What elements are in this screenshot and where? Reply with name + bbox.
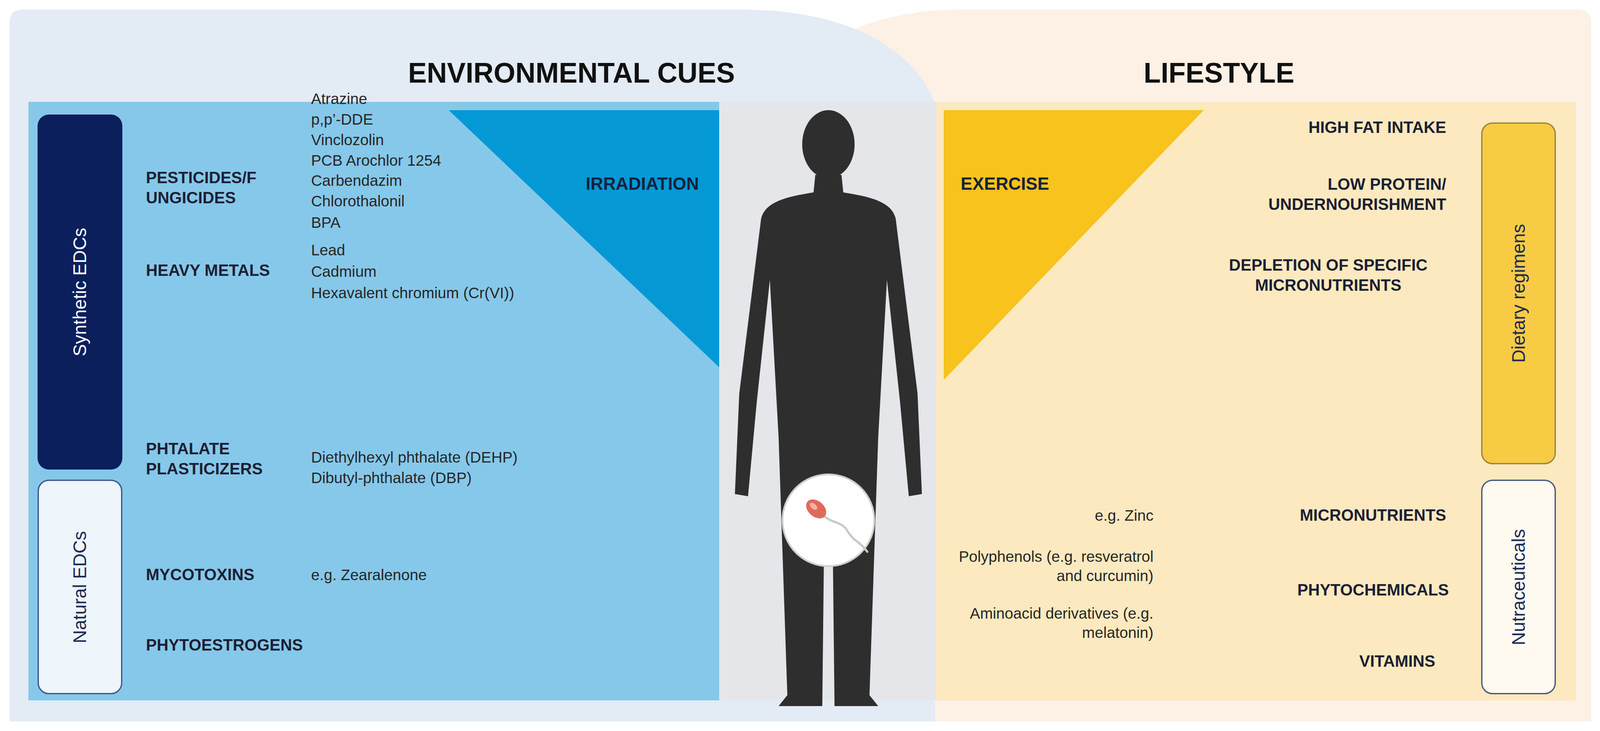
category-label: PHYTOCHEMICALS [1297, 579, 1449, 600]
panel-heading: LIFESTYLE [1143, 56, 1295, 90]
category-label: Natural EDCs [69, 530, 91, 643]
category-label: HEAVY METALS [145, 260, 271, 281]
category-label: PESTICIDES/F UNGICIDES [145, 167, 286, 209]
category-bar: Natural EDCs [37, 479, 123, 694]
category-label: LOW PROTEIN/ UNDERNOURISHMENT [1240, 174, 1447, 215]
example-label: Diethylhexyl phthalate (DEHP) [311, 447, 518, 467]
irradiation-triangle: IRRADIATION [448, 110, 720, 368]
environment-panel: ENVIRONMENTAL CUESSynthetic EDCsNatural … [28, 101, 720, 700]
triangle-label: EXERCISE [960, 173, 1050, 194]
triangle-shape [448, 110, 720, 368]
category-label: PHTALATE PLASTICIZERS [145, 438, 278, 480]
example-label: Dibutyl-phthalate (DBP) [311, 467, 472, 488]
category-bar: Synthetic EDCs [37, 114, 123, 470]
example-label: PCB Arochlor 1254 [311, 150, 442, 170]
category-label: Dietary regimens [1508, 223, 1530, 363]
category-label: HIGH FAT INTAKE [1308, 117, 1447, 138]
example-label: Atrazine [311, 89, 368, 109]
category-label: MYCOTOXINS [145, 564, 255, 585]
category-label: MICRONUTRIENTS [1299, 505, 1447, 526]
category-label: VITAMINS [1359, 651, 1436, 672]
category-bar: Dietary regimens [1481, 122, 1556, 465]
example-label: Cadmium [311, 261, 377, 281]
category-label: Nutraceuticals [1508, 528, 1530, 645]
example-label: BPA [311, 212, 341, 233]
example-label: p,p’-DDE [311, 109, 374, 129]
sperm-inset [782, 474, 875, 566]
category-label: PHYTOESTROGENS [145, 634, 303, 655]
exercise-triangle: EXERCISE [943, 110, 1204, 380]
example-label: Carbendazim [311, 170, 402, 191]
panel-heading: ENVIRONMENTAL CUES [408, 56, 735, 90]
example-label: Lead [311, 240, 346, 260]
example-label: Hexavalent chromium (Cr(VI)) [311, 283, 515, 303]
category-bar: Nutraceuticals [1481, 479, 1556, 694]
example-label: Polyphenols (e.g. resveratrol and curcum… [943, 546, 1154, 586]
human-silhouette [734, 110, 922, 706]
example-label: Chlorothalonil [311, 191, 405, 211]
example-label: Aminoacid derivatives (e.g. melatonin) [961, 603, 1154, 642]
category-label: DEPLETION OF SPECIFIC MICRONUTRIENTS [1192, 255, 1464, 296]
example-label: e.g. Zearalenone [311, 564, 427, 585]
triangle-shape [943, 110, 1204, 380]
triangle-label: IRRADIATION [585, 173, 699, 194]
example-label: Vinclozolin [311, 130, 385, 150]
example-label: e.g. Zinc [1094, 505, 1154, 525]
category-label: Synthetic EDCs [69, 227, 91, 357]
